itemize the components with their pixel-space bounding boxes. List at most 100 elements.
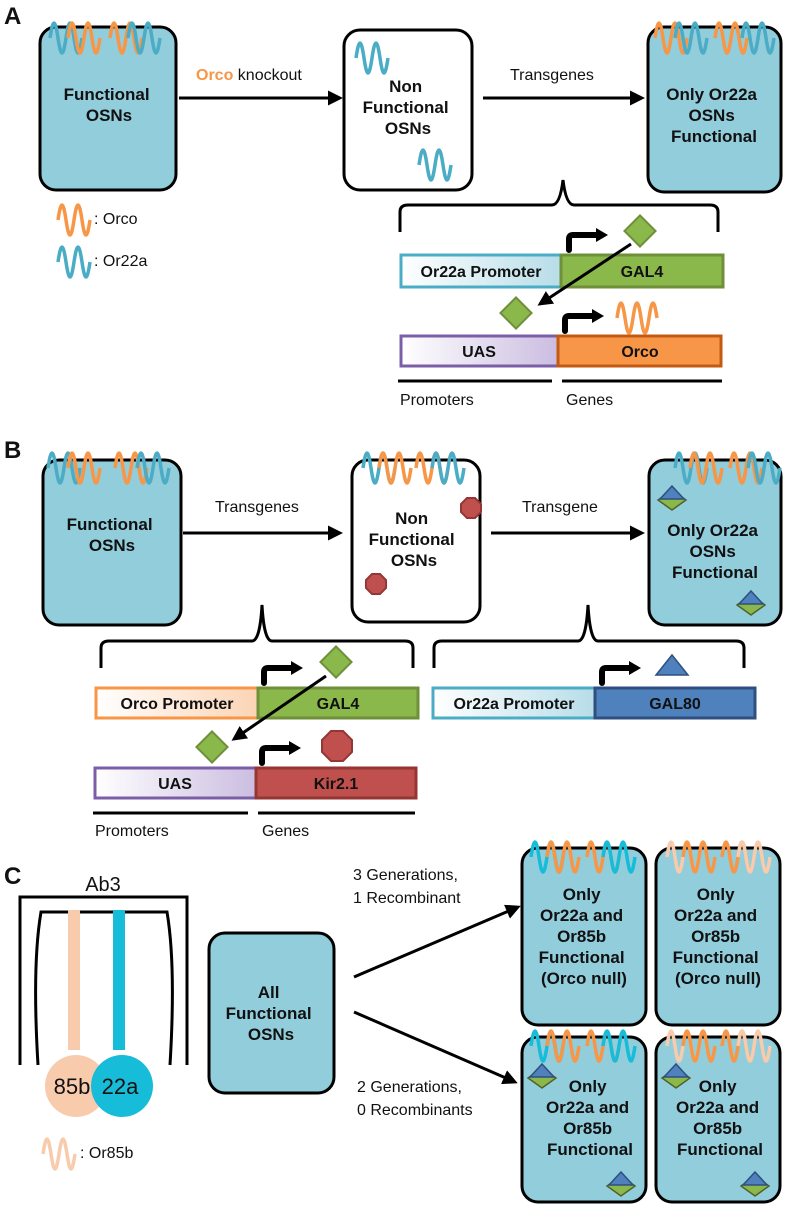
legend-or85b: : Or85b [80,1145,133,1162]
or22a-legend-icon [56,245,92,279]
cell-label: Non Functional OSNs [369,509,460,570]
neuron-22a [91,1055,153,1117]
promoter-label: Or22a Promoter [454,696,575,713]
gal80-gal4-complex [605,1170,637,1197]
panel-c-letter: C [4,863,21,890]
genes-label: Genes [566,392,613,409]
promoter-label: UAS [158,776,192,793]
path-label: 3 Generations, 1 Recombinant [353,867,462,907]
cell-label: Only Or22a and Or85b Functional [546,1077,634,1159]
promoters-label: Promoters [95,823,169,840]
neuron-85b [45,1055,107,1117]
gal80-gal4-complex [735,589,767,616]
cell-label: Non Functional OSNs [363,77,454,138]
or22a-or85b-orco-null-cell [520,846,648,1027]
receptor-waves [529,840,637,874]
gal80-protein [654,653,690,676]
receptor-waves [46,451,171,485]
receptor-waves [529,1029,637,1063]
gal80-gal4-complex [656,484,688,511]
gene-label: GAL80 [649,696,701,713]
cell-label: All Functional OSNs [226,983,317,1044]
kir-channel [321,730,353,762]
functional-osn-cell [38,25,178,192]
kir-channel [365,573,387,595]
sensillum-outline [34,910,174,1066]
neuron-85b-label: 85b [54,1074,91,1099]
promoter-segment [431,686,597,720]
kir-channel [460,497,482,519]
receptor-waves [361,451,466,485]
gal80-gal4-complex [739,1170,771,1197]
gal80-gal4-complex [526,1062,558,1089]
transcription-arrow [259,745,293,766]
functional-osn-cell [41,458,183,627]
receptor-waves [653,21,776,55]
transcription-arrow-head [629,661,641,675]
gal4-protein [195,730,229,764]
cell-label: Functional OSNs [67,515,158,555]
or22a-or85b-orco-null-cell [654,846,782,1027]
gene-label: Orco [621,344,659,361]
promoters-label: Promoters [400,392,474,409]
promoter-label: UAS [462,344,496,361]
panel-a: A Functional OSNs Orco knockout Non Func… [4,3,783,409]
gene-label: Kir2.1 [314,776,359,793]
receptor-waves [665,840,772,874]
cell-label: Only Or22a and Or85b Functional (Orco nu… [673,885,764,988]
gal4-protein [319,645,353,679]
all-functional-cell [207,931,336,1095]
promoter-label: Orco Promoter [121,696,234,713]
gal4-protein [623,214,657,248]
brace [432,604,746,668]
transcription-arrow-head [596,228,608,242]
or22a-wave [354,41,390,75]
transcription-arrow [562,313,596,334]
arrow-label: Orco knockout [196,67,302,84]
cell-label: Only Or22a and Or85b Functional (Orco nu… [539,885,630,988]
promoter-segment [93,766,258,800]
gene-label: GAL4 [317,696,360,713]
transcription-arrow-head [592,309,604,323]
arrow-label: Transgene [522,499,598,516]
genes-label: Genes [262,823,309,840]
arrow [353,1010,518,1085]
promoter-segment [94,686,260,720]
panel-b: B Functional OSNs Transgenes Non Functio… [4,437,783,840]
orco-wave [615,301,659,335]
binding-arrow [537,242,632,306]
neuron-22a-dendrite [113,910,125,1050]
binding-arrow [231,674,327,741]
cell-label: Only Or22a and Or85b Functional [676,1077,764,1159]
receptor-waves [673,451,782,485]
arrow [353,904,521,979]
transcription-arrow-head [289,741,301,755]
panel-a-letter: A [4,3,21,30]
transcription-arrow [566,232,600,253]
receptor-waves [48,21,162,55]
panel-b-letter: B [4,437,21,464]
sensillum-label: Ab3 [85,874,121,896]
cell-label: Only Or22a OSNs Functional [666,85,761,146]
brace [398,179,720,232]
promoter-label: Or22a Promoter [421,264,542,281]
gal4-protein [499,296,533,330]
neuron-85b-dendrite [68,910,80,1050]
or85b-legend-icon [41,1137,77,1171]
gene-segment [556,334,723,368]
gal80-gal4-complex [660,1062,692,1089]
arrow-label: Transgenes [510,67,594,84]
only-or22a-cell [646,25,783,194]
legend-orco: : Orco [94,211,138,228]
or22a-wave [417,148,453,182]
path-label: 2 Generations, 0 Recombinants [357,1079,473,1119]
promoter-segment [399,334,560,368]
neuron-22a-label: 22a [102,1074,139,1099]
panel-c: C Ab3 85b 22a : Or85b All Functional OSN… [4,840,782,1204]
cell-label: Functional OSNs [64,85,155,125]
gene-segment [593,686,757,720]
legend-or22a: : Or22a [94,253,147,270]
transcription-arrow [261,665,295,686]
